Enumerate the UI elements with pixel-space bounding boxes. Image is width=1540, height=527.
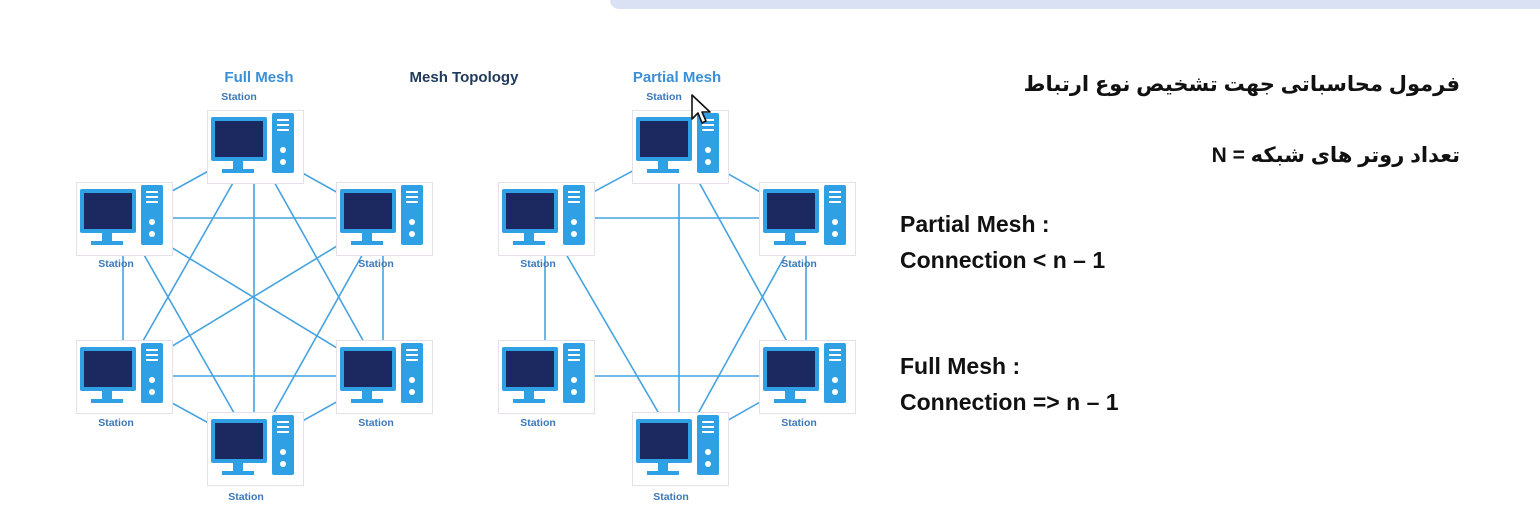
- full-mesh-station-2: [76, 182, 173, 256]
- mesh-topology-diagram: Full Mesh Mesh Topology Partial Mesh Sta…: [66, 60, 866, 515]
- computer-tower-icon: [141, 343, 163, 403]
- station-label: Station: [520, 258, 556, 270]
- full-mesh-link: [122, 145, 255, 377]
- partial-mesh-station-2: [498, 182, 595, 256]
- partial-mesh-link: [678, 145, 807, 377]
- computer-tower-icon: [272, 113, 294, 173]
- partial-mesh-station-3: [759, 182, 856, 256]
- full-mesh-label: Full Mesh :: [900, 353, 1021, 379]
- computer-tower-icon: [401, 343, 423, 403]
- monitor-icon: [763, 347, 819, 391]
- station-label: Station: [781, 417, 817, 429]
- computer-tower-icon: [401, 185, 423, 245]
- mouse-cursor-icon: [690, 93, 712, 130]
- computer-tower-icon: [272, 415, 294, 475]
- monitor-icon: [80, 347, 136, 391]
- monitor-icon: [211, 419, 267, 463]
- full-mesh-title: Full Mesh: [224, 69, 294, 86]
- partial-mesh-link: [678, 217, 807, 449]
- full-mesh-station-3: [336, 182, 433, 256]
- router-count-definition: تعداد روتر های شبکه = N: [1211, 144, 1460, 167]
- monitor-icon: [502, 189, 558, 233]
- computer-tower-icon: [697, 113, 719, 173]
- station-label: Station: [653, 491, 689, 503]
- computer-tower-icon: [824, 185, 846, 245]
- full-mesh-link: [122, 217, 255, 449]
- monitor-icon: [340, 347, 396, 391]
- full-mesh-link: [253, 145, 384, 377]
- full-mesh-station-5: [336, 340, 433, 414]
- partial-mesh-station-1: [632, 110, 729, 184]
- computer-tower-icon: [563, 185, 585, 245]
- station-label: Station: [358, 417, 394, 429]
- partial-mesh-formula: Connection < n – 1: [900, 247, 1106, 273]
- computer-tower-icon: [824, 343, 846, 403]
- station-label: Station: [781, 258, 817, 270]
- monitor-icon: [211, 117, 267, 161]
- computer-tower-icon: [141, 185, 163, 245]
- full-mesh-station-1: [207, 110, 304, 184]
- monitor-icon: [340, 189, 396, 233]
- station-label: Station: [98, 258, 134, 270]
- full-mesh-station-4: [76, 340, 173, 414]
- partial-mesh-station-4: [498, 340, 595, 414]
- full-mesh-link: [253, 217, 384, 449]
- computer-tower-icon: [563, 343, 585, 403]
- computer-tower-icon: [697, 415, 719, 475]
- monitor-icon: [502, 347, 558, 391]
- partial-mesh-station-6: [632, 412, 729, 486]
- monitor-icon: [80, 189, 136, 233]
- partial-mesh-link: [544, 217, 680, 449]
- top-banner-bar: [610, 0, 1540, 9]
- full-mesh-station-6: [207, 412, 304, 486]
- partial-mesh-station-5: [759, 340, 856, 414]
- station-label: Station: [98, 417, 134, 429]
- station-label: Station: [221, 91, 257, 103]
- full-mesh-formula: Connection => n – 1: [900, 389, 1119, 415]
- connection-lines: [122, 145, 807, 449]
- monitor-icon: [636, 117, 692, 161]
- monitor-icon: [636, 419, 692, 463]
- station-label: Station: [228, 491, 264, 503]
- mesh-topology-title: Mesh Topology: [409, 69, 519, 86]
- formula-heading: فرمول محاسباتی جهت تشخیص نوع ارتباط: [1023, 73, 1460, 96]
- station-label: Station: [358, 258, 394, 270]
- monitor-icon: [763, 189, 819, 233]
- partial-mesh-label: Partial Mesh :: [900, 211, 1050, 237]
- station-label: Station: [520, 417, 556, 429]
- partial-mesh-title: Partial Mesh: [632, 69, 722, 86]
- station-label: Station: [646, 91, 682, 103]
